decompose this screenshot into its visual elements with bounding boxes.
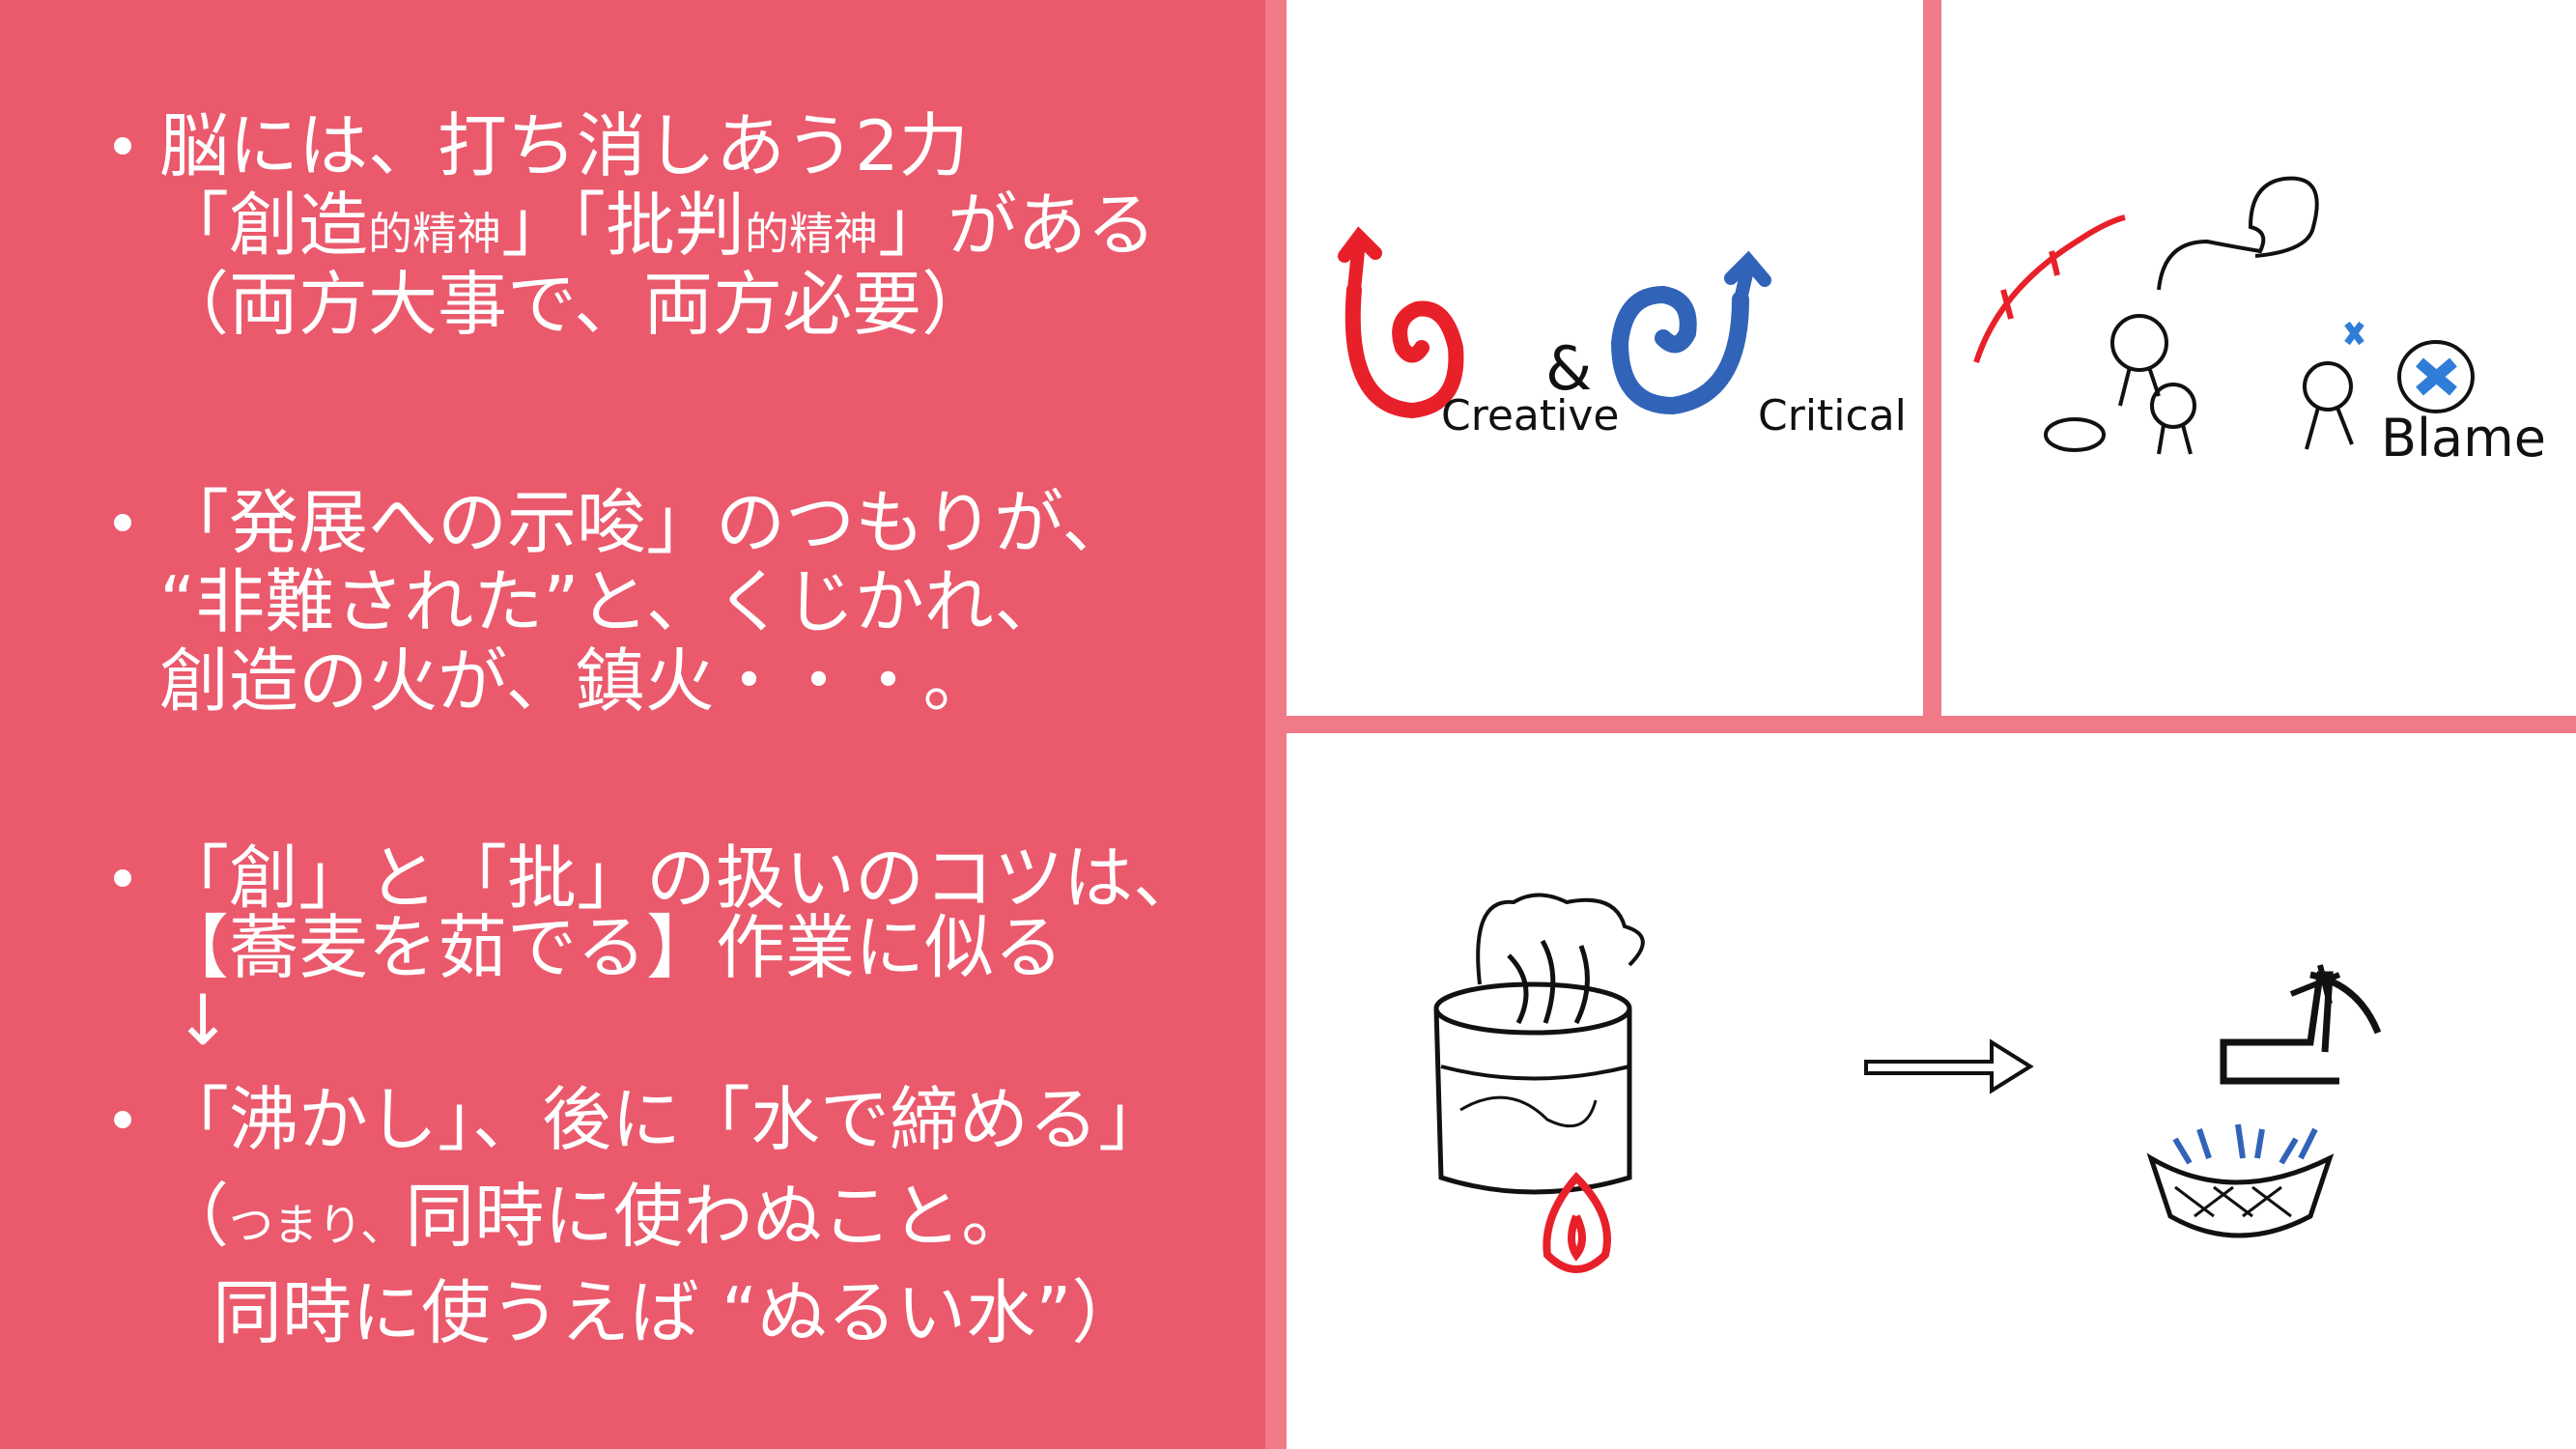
bullet-dot	[114, 869, 131, 887]
bullet-1-line-3: （両方大事で、両方必要）	[159, 264, 992, 345]
blame-label: Blame	[2381, 408, 2546, 469]
divider	[1923, 0, 1941, 716]
text-panel: 脳には、打ち消しあう2力 「創造的精神」「批判的精神」がある （両方大事で、両方…	[0, 0, 1265, 1449]
bullet-1-line-1: 脳には、打ち消しあう2力	[159, 105, 969, 186]
bullet-2-line-3: 創造の火が、鎮火・・・。	[159, 640, 993, 722]
bullet-3-line-2: 【蕎麦を茹でる】作業に似る	[159, 907, 1064, 988]
bullet-4-line-2: （つまり、同時に使わぬこと。	[159, 1176, 1032, 1257]
bullet-4-line-3: 同時に使うえば “ぬるい水”）	[212, 1272, 1142, 1353]
creative-critical-panel: & Creative Critical	[1287, 0, 1923, 716]
red-spiral-icon	[1338, 226, 1771, 419]
critical-label: Critical	[1758, 391, 1907, 440]
bullet-4-line-1: 「沸かし」、後に「水で締める」	[159, 1079, 1169, 1160]
divider	[1265, 0, 1287, 1449]
bullet-dot	[114, 1111, 131, 1128]
bullet-dot	[114, 514, 131, 531]
ampersand: &	[1545, 333, 1593, 404]
bullet-2-line-2: “非難された”と、くじかれ、	[159, 561, 1064, 642]
down-arrow: ↓	[174, 980, 233, 1061]
soba-illustration-icon	[1433, 893, 2382, 1273]
bullet-dot	[114, 137, 131, 155]
creative-label: Creative	[1441, 391, 1620, 440]
divider	[1287, 716, 2576, 733]
bullet-2-line-1: 「発展への示唆」のつもりが、	[159, 482, 1132, 563]
soba-panel	[1287, 733, 2576, 1449]
bullet-3-line-1: 「創」と「批」の扱いのコツは、	[159, 838, 1203, 919]
blame-illustration-icon	[1973, 176, 2475, 455]
blame-panel: Blame	[1941, 0, 2576, 716]
bullet-1-line-2: 「創造的精神」「批判的精神」がある	[159, 185, 1157, 266]
